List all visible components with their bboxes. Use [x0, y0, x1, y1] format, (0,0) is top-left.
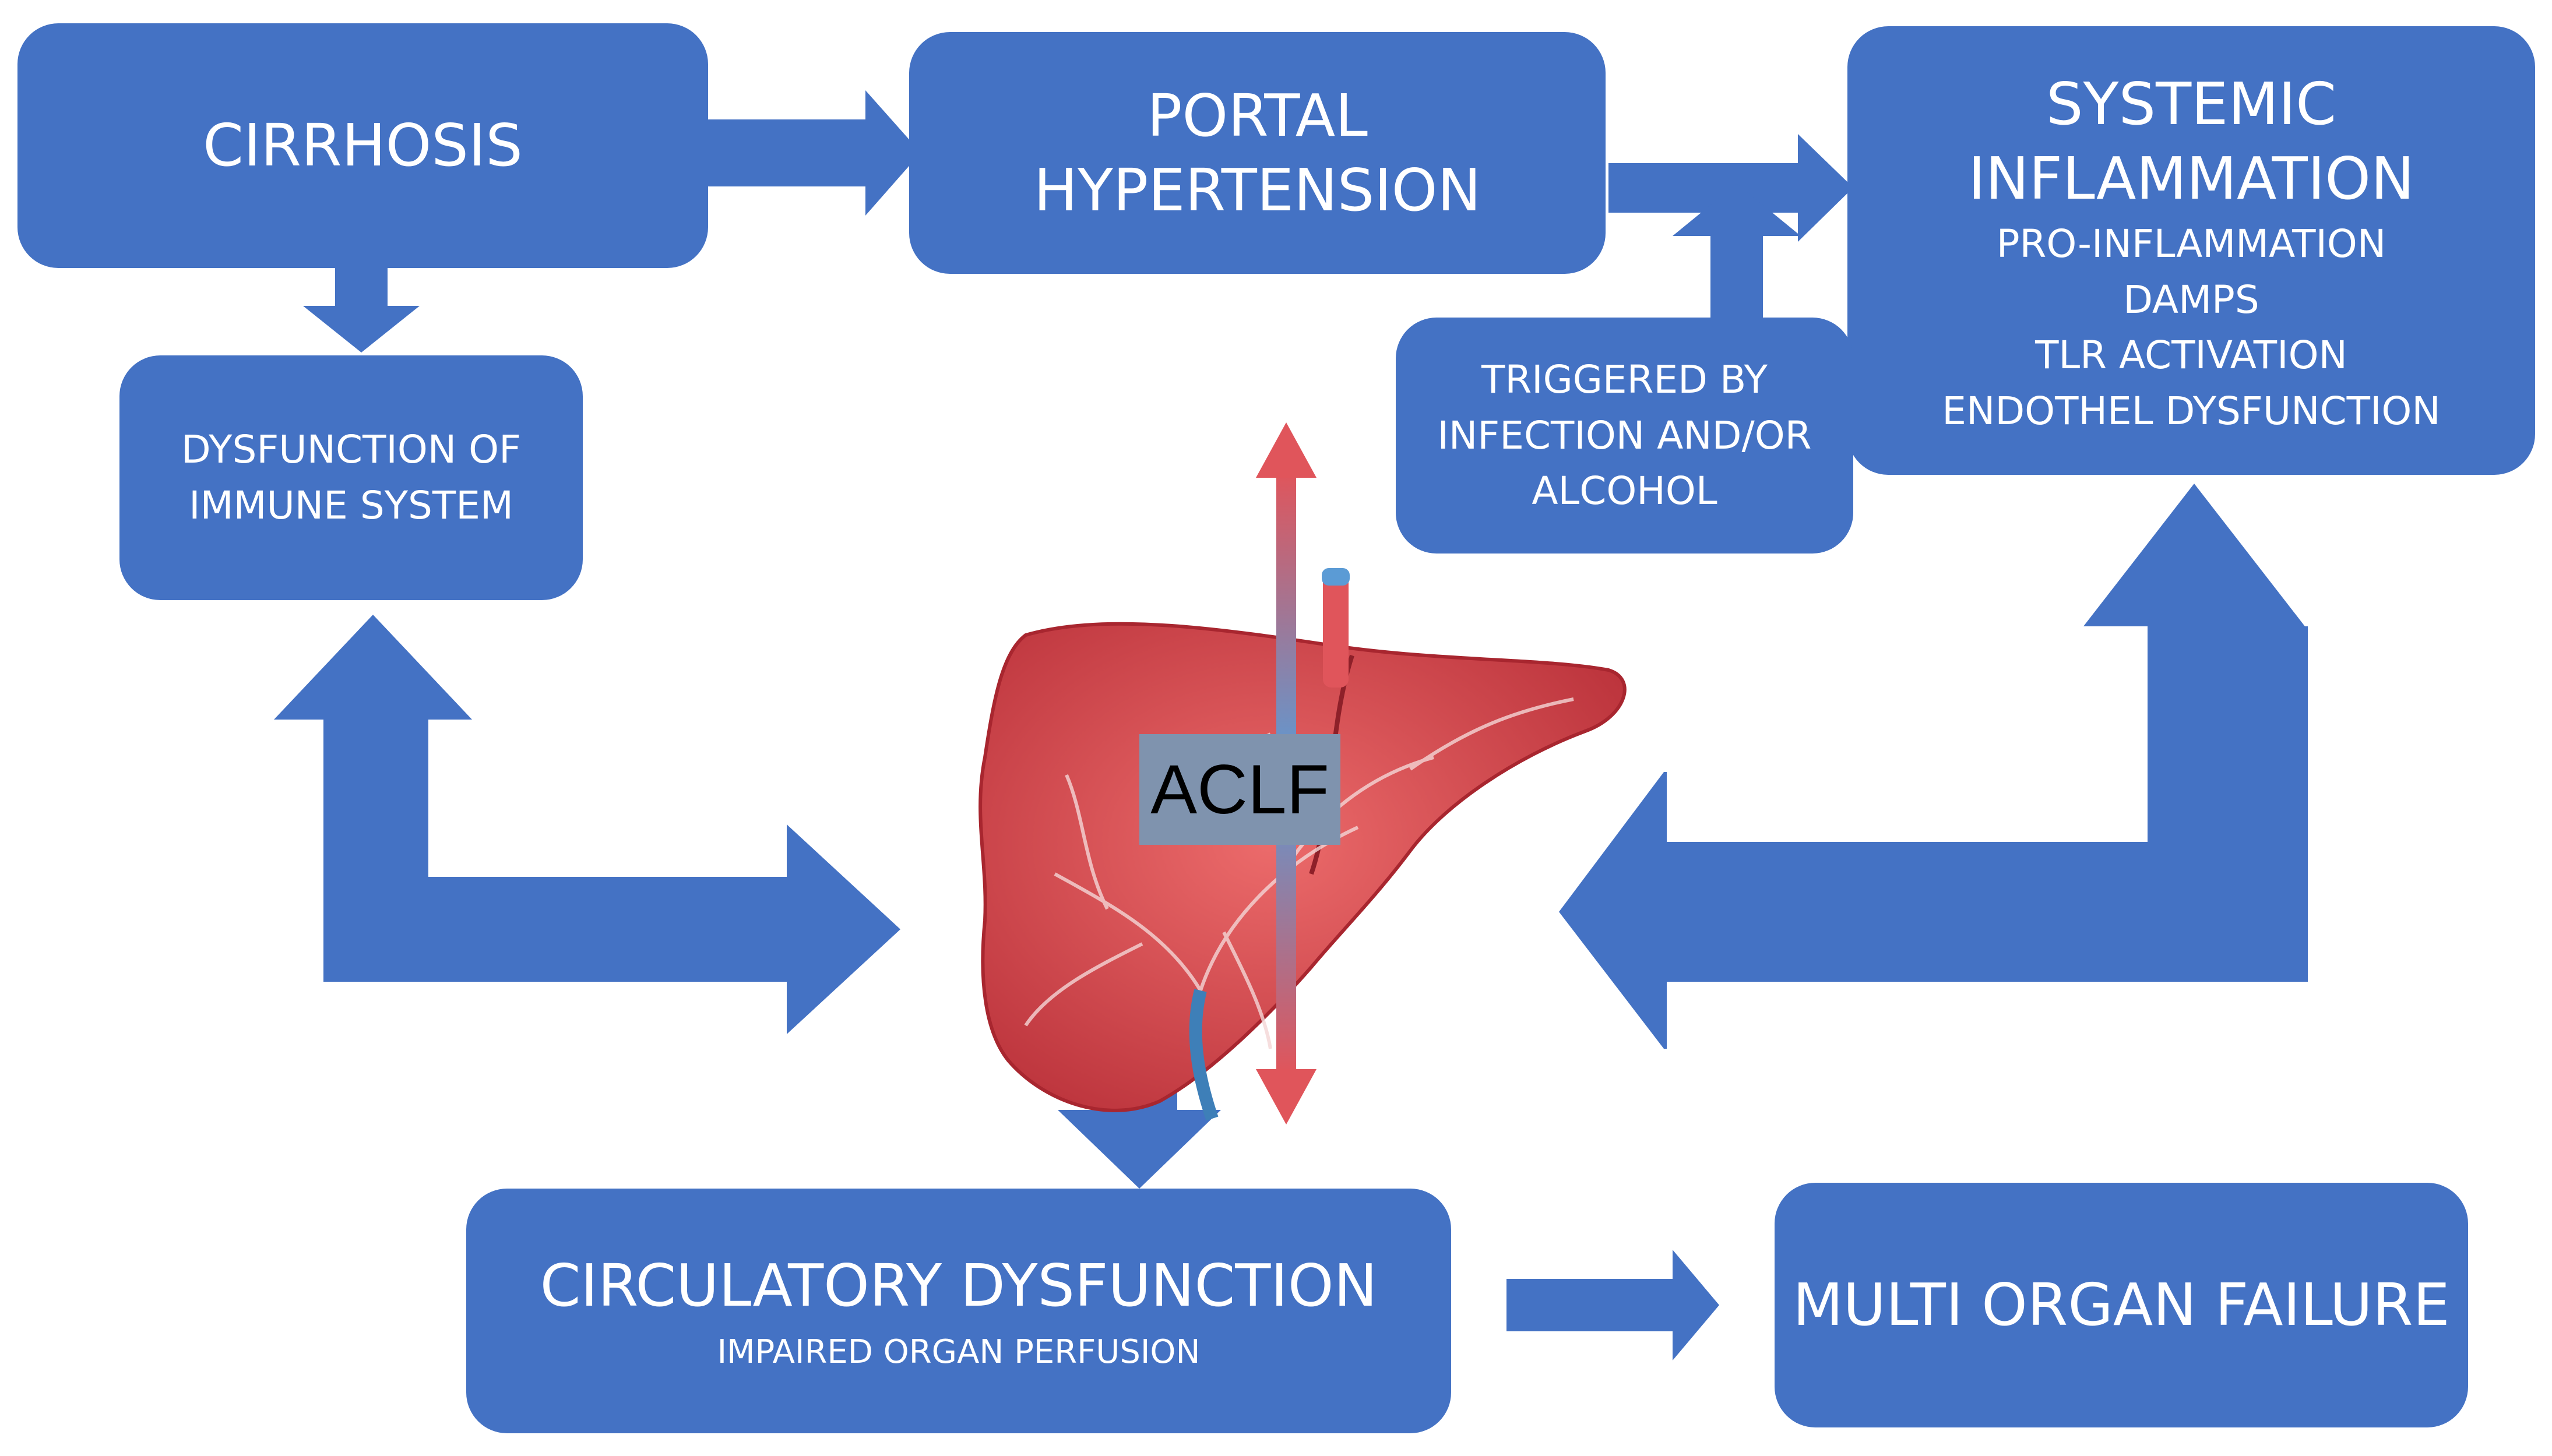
systemic-inflammation-item: ENDOTHEL DYSFUNCTION — [1942, 389, 2441, 434]
liver-illustration-icon — [978, 622, 1627, 1121]
systemic-inflammation-title-1: SYSTEMIC — [2046, 70, 2336, 138]
liver-body — [978, 622, 1627, 1112]
immune-dysfunction-line-2: IMMUNE SYSTEM — [189, 483, 513, 528]
circulatory-dysfunction-box: CIRCULATORY DYSFUNCTION IMPAIRED ORGAN P… — [466, 1189, 1451, 1433]
cirrhosis-box: CIRRHOSIS — [17, 23, 708, 268]
trigger-line-3: ALCOHOL — [1532, 468, 1717, 514]
systemic-inflammation-item: DAMPS — [2123, 277, 2259, 322]
arrow-portal-to-systemic — [1608, 134, 1853, 242]
circulatory-dysfunction-subtitle: IMPAIRED ORGAN PERFUSION — [717, 1332, 1201, 1371]
multi-organ-failure-box: MULTI ORGAN FAILURE — [1775, 1183, 2468, 1427]
arrow-circulatory-to-mof — [1506, 1250, 1719, 1360]
arrow-cirrhosis-to-immune — [303, 265, 420, 352]
arrow-aclf-systemic-elbow — [1559, 484, 2308, 1049]
circulatory-dysfunction-title: CIRCULATORY DYSFUNCTION — [540, 1251, 1378, 1320]
systemic-inflammation-item: PRO-INFLAMMATION — [1996, 221, 2386, 266]
trigger-box: TRIGGERED BY INFECTION AND/OR ALCOHOL — [1396, 318, 1853, 554]
arrow-cirrhosis-to-portal — [708, 90, 921, 216]
arrow-trigger-up — [1673, 184, 1801, 318]
multi-organ-failure-label: MULTI ORGAN FAILURE — [1793, 1271, 2450, 1339]
immune-dysfunction-line-1: DYSFUNCTION OF — [181, 427, 522, 473]
portal-vein — [1189, 989, 1219, 1121]
arrow-immune-aclf-elbow — [274, 615, 900, 1034]
arrow-aclf-to-circulatory — [1058, 1037, 1221, 1189]
aclf-label: ACLF — [1139, 734, 1340, 845]
systemic-inflammation-title-2: INFLAMMATION — [1968, 144, 2414, 213]
trigger-line-2: INFECTION AND/OR — [1437, 413, 1812, 458]
systemic-inflammation-box: SYSTEMIC INFLAMMATION PRO-INFLAMMATION D… — [1847, 26, 2535, 475]
portal-hypertension-line-2: HYPERTENSION — [1033, 156, 1481, 224]
portal-hypertension-line-1: PORTAL — [1147, 81, 1368, 150]
vena-cava-vessel-icon — [1322, 568, 1350, 688]
trigger-line-1: TRIGGERED BY — [1481, 357, 1768, 402]
portal-hypertension-box: PORTAL HYPERTENSION — [909, 32, 1606, 274]
cirrhosis-label: CIRRHOSIS — [203, 111, 523, 179]
systemic-inflammation-item: TLR ACTIVATION — [2035, 333, 2347, 378]
immune-dysfunction-box: DYSFUNCTION OF IMMUNE SYSTEM — [119, 355, 583, 600]
